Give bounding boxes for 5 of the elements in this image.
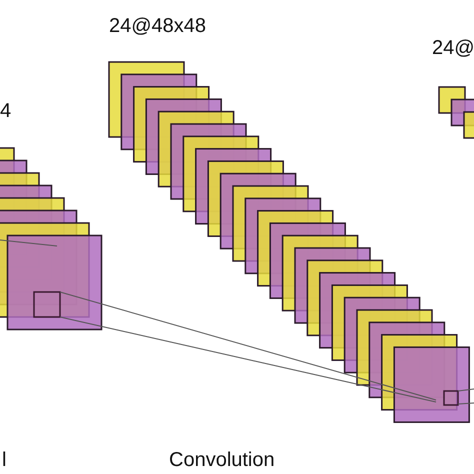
layer-caption: Convolution [169,449,275,471]
layer-size-label: l [2,449,6,471]
layer-size-label: 24@ [432,37,474,59]
layer-size-label: 4 [0,100,12,122]
layer-size-label: 24@48x48 [109,15,206,37]
